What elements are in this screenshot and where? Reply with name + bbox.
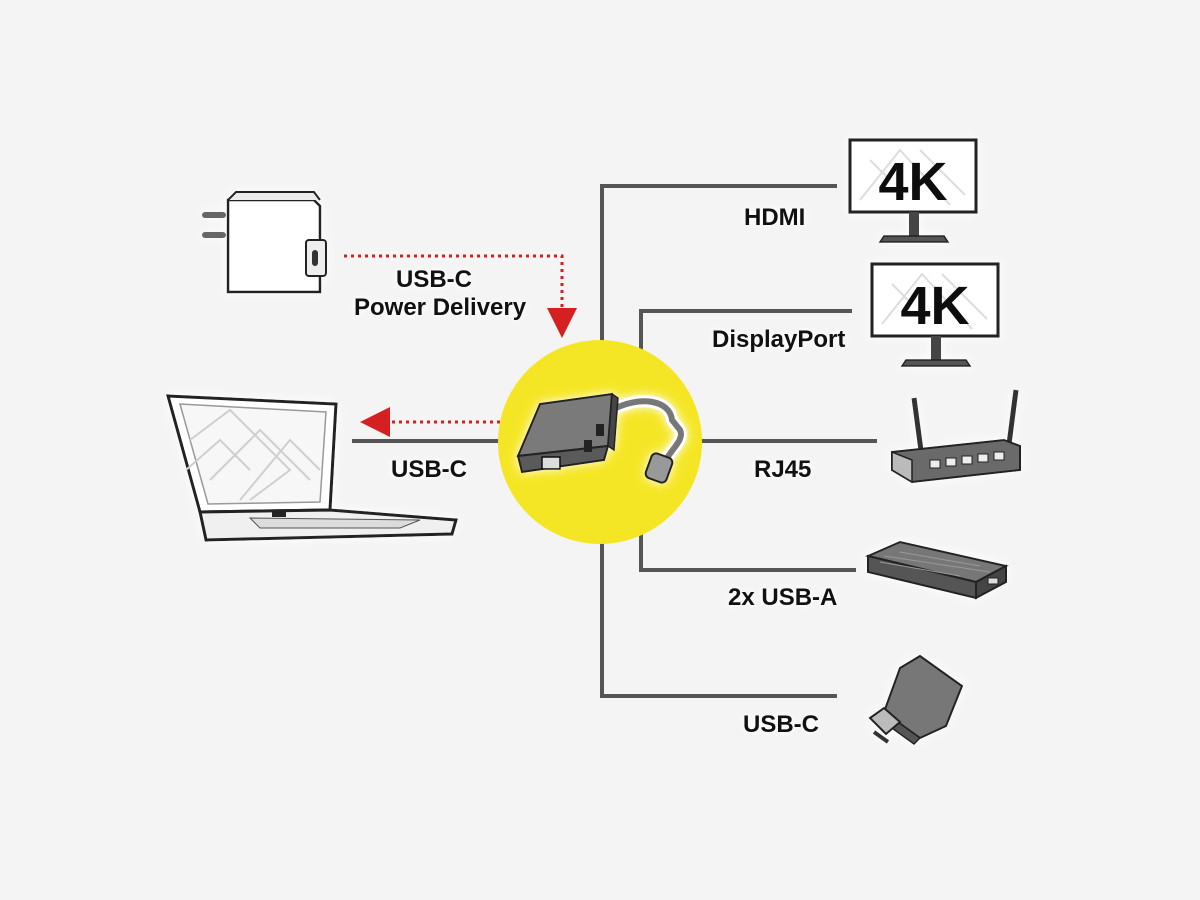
- external-drive-icon: [868, 542, 1006, 598]
- rj45-label: RJ45: [754, 456, 811, 484]
- hdmi-label: HDMI: [744, 204, 805, 232]
- router-icon: [892, 390, 1020, 482]
- usb-c-host-label: USB-C: [391, 456, 467, 484]
- usb-a-label: 2x USB-A: [728, 584, 837, 612]
- displayport-label: DisplayPort: [712, 326, 845, 354]
- power-delivery-label-line1: USB-C: [396, 266, 472, 294]
- monitor-icon: 4K: [872, 264, 998, 366]
- usb-c-out-label: USB-C: [743, 711, 819, 739]
- monitor-badge: 4K: [900, 276, 969, 336]
- usb-stick-icon: [870, 656, 962, 744]
- monitor-icon: 4K: [850, 140, 976, 242]
- monitor-badge: 4K: [878, 152, 947, 212]
- power-adapter-icon: [202, 192, 326, 292]
- power-delivery-label-line2: Power Delivery: [354, 294, 526, 322]
